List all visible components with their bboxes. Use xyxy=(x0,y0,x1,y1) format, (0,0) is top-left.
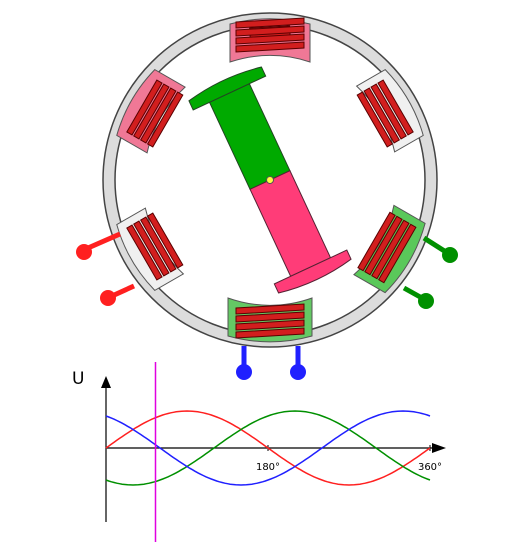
x-axis-arrow-icon xyxy=(432,443,446,453)
x-tick-label: 180° xyxy=(256,462,280,473)
terminal-green-1 xyxy=(422,235,458,263)
waveform-chart: U 180° 360° xyxy=(72,362,446,542)
y-axis-label: U xyxy=(72,369,84,389)
series-line-1 xyxy=(105,410,431,486)
terminal-red-1 xyxy=(76,231,122,260)
stator-pole-top-right xyxy=(355,68,424,153)
stator-pole-top-left xyxy=(116,68,186,154)
stator-pole-top xyxy=(229,17,311,63)
terminal-blue-2 xyxy=(290,346,306,380)
rotor xyxy=(188,66,352,294)
stator-pole-bottom-right xyxy=(353,204,426,294)
terminal-red-2 xyxy=(100,283,136,306)
series-group xyxy=(105,410,431,486)
stator-pole-bottom xyxy=(227,297,313,343)
y-axis-arrow-icon xyxy=(101,376,111,388)
series-line-2 xyxy=(105,410,431,486)
terminal-blue-1 xyxy=(236,346,252,380)
terminal-green-2 xyxy=(402,285,434,309)
series-line-3 xyxy=(105,410,431,486)
x-tick-label: 360° xyxy=(418,462,442,473)
stator-pole-bottom-left xyxy=(116,207,185,292)
